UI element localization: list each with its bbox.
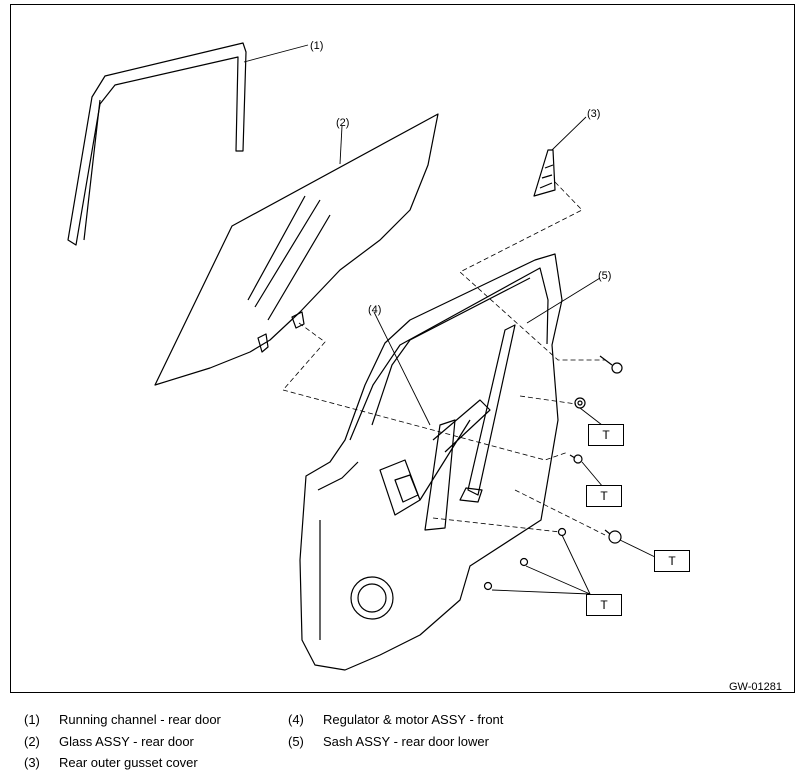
fasteners [483,355,623,591]
torque-box: T [586,485,622,507]
regulator-part [419,399,491,531]
torque-box: T [586,594,622,616]
assembly-lines [282,181,606,536]
torque-box: T [654,550,690,572]
legend-text: Regulator & motor ASSY - front [323,712,504,727]
torque-box: T [588,424,624,446]
door-panel-part [299,253,563,671]
callout-5: (5) [598,270,612,282]
legend-number: (3) [24,755,40,770]
legend-number: (5) [288,734,304,749]
legend-text: Sash ASSY - rear door lower [323,734,489,749]
legend-text: Glass ASSY - rear door [59,734,194,749]
legend-text: Rear outer gusset cover [59,755,198,770]
callout-2: (2) [336,117,350,129]
leader-lines [243,44,656,595]
callout-4: (4) [368,304,382,316]
callout-3: (3) [587,108,601,120]
gusset-cover-part [533,149,556,197]
callout-1: (1) [310,40,324,52]
legend-number: (1) [24,712,40,727]
diagram-frame [10,4,795,693]
sash-part [459,324,516,503]
running-channel-part [67,42,247,246]
legend-text: Running channel - rear door [59,712,221,727]
glass-part [154,113,439,386]
legend-number: (2) [24,734,40,749]
legend-number: (4) [288,712,304,727]
figure-code: GW-01281 [729,681,782,693]
